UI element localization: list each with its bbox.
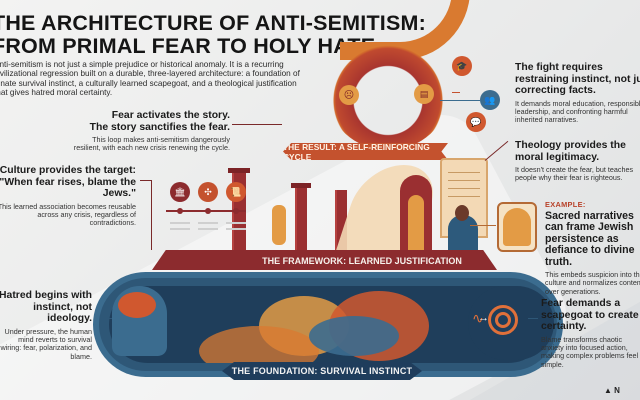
arrow-right-icon: → bbox=[478, 312, 489, 324]
connector-line bbox=[232, 124, 282, 125]
callout-body: It doesn't create the fear, but teaches … bbox=[515, 165, 634, 183]
callout-scapegoat: Fear demands a scapegoat to create certa… bbox=[541, 298, 640, 369]
connector-line bbox=[528, 318, 538, 319]
connector-line bbox=[440, 100, 480, 101]
archway-opening bbox=[408, 195, 424, 250]
connector-line bbox=[100, 318, 112, 319]
symbol-icon: ✣ bbox=[198, 182, 218, 202]
brain-icon bbox=[118, 292, 156, 318]
callout-heading: Fear activates the story. bbox=[111, 110, 230, 121]
example-label: EXAMPLE: bbox=[545, 200, 586, 209]
icon-portrait bbox=[497, 202, 537, 252]
group-icon: 👥 bbox=[480, 90, 500, 110]
fearful-face-icon: ☹ bbox=[339, 85, 359, 105]
scroll-icon: 📜 bbox=[226, 182, 246, 202]
callout-body: It demands moral education, responsible … bbox=[515, 98, 640, 125]
callout-fight: The fight requires restraining instinct,… bbox=[515, 62, 640, 125]
brand-text: N bbox=[614, 386, 620, 395]
document-icon: ▤ bbox=[414, 84, 434, 104]
chaos-icon: ∿ bbox=[472, 310, 484, 326]
institution-icon: 🏛 bbox=[170, 182, 190, 202]
callout-body: This embeds suspicion into the culture a… bbox=[545, 270, 640, 296]
callout-heading: Sacred narratives can frame Jewish persi… bbox=[545, 210, 635, 268]
framework-base bbox=[152, 250, 497, 270]
callout-fear-cycle: Fear activates the story. The story sanc… bbox=[70, 110, 230, 153]
title-line-1: THE ARCHITECTURE OF ANTI-SEMITISM: bbox=[0, 11, 426, 35]
pillar-cap bbox=[228, 168, 250, 173]
callout-heading: "When fear rises, blame the Jews." bbox=[0, 176, 136, 200]
callout-body: This loop makes anti-semitism dangerousl… bbox=[73, 135, 230, 153]
foundation-inner bbox=[109, 286, 547, 363]
connector-line bbox=[151, 180, 152, 250]
foundation-capsule bbox=[93, 272, 563, 377]
connector-line bbox=[140, 180, 152, 181]
framework-banner: THE FRAMEWORK: LEARNED JUSTIFICATION bbox=[262, 256, 462, 266]
brand-logo: ▲ N bbox=[604, 386, 620, 395]
callout-body: Under pressure, the human mind reverts t… bbox=[0, 326, 93, 361]
callout-heading: Theology provides the moral legitimacy. bbox=[515, 140, 626, 163]
pillar-cap bbox=[291, 183, 311, 188]
callout-heading: Culture provides the target: bbox=[0, 165, 136, 176]
target-icon bbox=[488, 305, 518, 335]
brand-icon: ▲ bbox=[604, 386, 615, 395]
foundation-banner: THE FOUNDATION: SURVIVAL INSTINCT bbox=[222, 362, 422, 380]
callout-body: Blame transforms chaotic anxiety into fo… bbox=[541, 334, 639, 369]
callout-heading: The story sanctifies the fear. bbox=[89, 121, 230, 133]
callout-heading: Hatred begins with instinct, not ideolog… bbox=[0, 290, 92, 324]
callout-heading: The fight requires restraining instinct,… bbox=[515, 62, 640, 96]
callout-heading: Fear demands a scapegoat to create certa… bbox=[541, 298, 639, 332]
callout-hatred: Hatred begins with instinct, not ideolog… bbox=[0, 290, 92, 361]
page-title: THE ARCHITECTURE OF ANTI-SEMITISM: FROM … bbox=[0, 12, 426, 58]
intro-paragraph: Anti-semitism is not just a simple preju… bbox=[0, 60, 300, 98]
title-line-2: FROM PRIMAL FEAR TO HOLY HATE bbox=[0, 34, 376, 58]
result-banner: THE RESULT: A SELF-REINFORCING CYCLE bbox=[283, 143, 448, 160]
callout-body: This learned association becomes reusabl… bbox=[0, 201, 136, 228]
callout-culture: Culture provides the target: "When fear … bbox=[0, 165, 136, 228]
graduation-cap-icon: 🎓 bbox=[452, 56, 472, 76]
speech-bubble-icon: 💬 bbox=[466, 112, 486, 132]
shield-emblem bbox=[272, 205, 286, 245]
connector-line bbox=[484, 140, 509, 161]
callout-theology: Theology provides the moral legitimacy. … bbox=[515, 140, 640, 183]
callout-example: EXAMPLE: Sacred narratives can frame Jew… bbox=[545, 200, 640, 296]
pillar bbox=[295, 185, 307, 250]
connector-line bbox=[470, 225, 496, 226]
preacher-head bbox=[455, 205, 469, 221]
